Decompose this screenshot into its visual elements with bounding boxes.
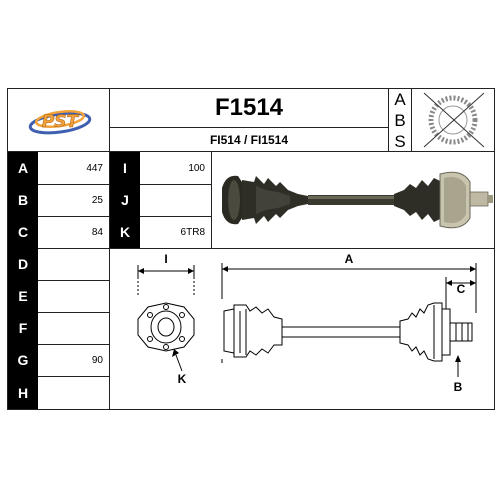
spec-value-f [38,312,109,344]
abs-letter-b: B [394,111,406,130]
spec-value-a: 447 [86,162,103,174]
spec-letter-g: G [8,344,38,376]
spec-value-j [140,184,211,216]
spec-letter-c: C [8,216,38,248]
spec-letter-i: I [110,152,140,184]
spec-value-g: 90 [91,354,103,366]
spec-letter-h: H [8,376,38,409]
diagram-label-c: C [457,282,466,296]
part-aliases: FI514 / FI1514 [209,132,289,147]
spec-sheet: PST F1514 FI514 / FI1514 A B S A 447 B 2… [7,88,495,410]
abs-letter-a: A [394,90,406,109]
logo-cell: PST [8,89,109,151]
spec-value-c: 84 [91,226,103,238]
diagram-label-i: I [164,252,167,266]
spec-letter-a: A [8,152,38,184]
spec-letter-e: E [8,280,38,312]
spec-letter-d: D [8,248,38,280]
logo-text: PST [42,112,80,132]
spec-value-d [38,248,109,280]
abs-column: A B S [389,89,411,151]
product-photo [212,152,494,248]
spec-value-k: 6TR8 [180,226,205,238]
spec-table-left: A 447 B 25 C 84 D E F G 90 H [8,152,109,409]
spec-letter-k: K [110,216,140,248]
spec-letter-j: J [110,184,140,216]
spec-letter-b: B [8,184,38,216]
spec-value-b: 25 [91,194,103,206]
spec-value-h [38,376,109,409]
diagram-label-a: A [345,252,354,266]
abs-letter-s: S [394,131,406,151]
technical-diagram: I K A C B [110,249,494,409]
spec-table-right: I 100 J K 6TR8 [110,152,211,248]
part-number: F1514 [214,94,284,121]
diagram-label-b: B [454,380,463,394]
spec-value-i: 100 [188,162,205,174]
spec-letter-f: F [8,312,38,344]
spec-value-e [38,280,109,312]
pst-logo: PST [28,110,92,135]
diagram-label-k: K [178,372,187,386]
abs-ring-crossed-icon [412,89,494,151]
